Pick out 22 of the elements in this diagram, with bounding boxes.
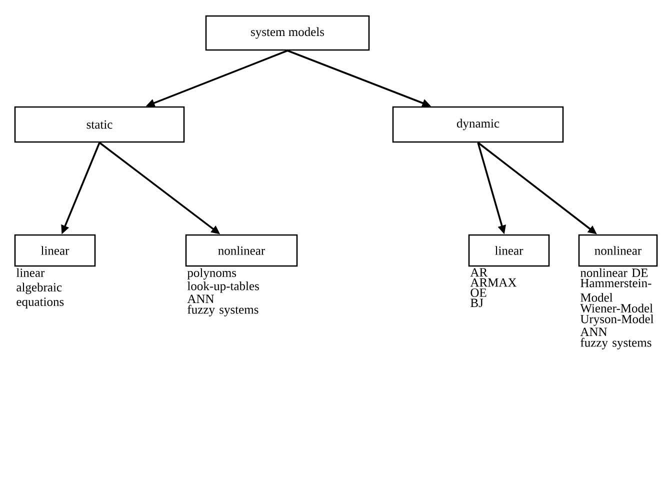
category-box: nonlinear	[185, 234, 298, 267]
model-list-item: ANN	[580, 328, 607, 336]
category-box: nonlinear	[578, 234, 658, 267]
category-box: static	[14, 106, 185, 143]
category-box: dynamic	[392, 106, 564, 143]
model-list-item: ARMAX	[470, 278, 516, 287]
model-list-item: ANN	[187, 294, 214, 303]
model-list-item: Uryson-Model	[580, 314, 654, 326]
model-list-item: polynoms	[187, 268, 236, 280]
category-box: linear	[468, 234, 550, 267]
model-list-item: AR	[470, 268, 488, 276]
model-list-item: nonlinear DE	[580, 268, 648, 277]
model-list-item: BJ	[470, 298, 484, 308]
model-list-item: look-up-tables	[187, 281, 259, 293]
model-list-item: Hammerstein-Model	[580, 278, 652, 302]
model-list-item: Wiener-Model	[580, 304, 653, 313]
category-box: system models	[205, 15, 370, 51]
model-list-item: OE	[470, 288, 486, 297]
model-list-item: linear algebraic equations	[16, 268, 64, 309]
model-list-item: fuzzy systems	[580, 338, 652, 350]
model-list-item: fuzzy systems	[188, 304, 258, 316]
category-box: linear	[14, 234, 96, 267]
